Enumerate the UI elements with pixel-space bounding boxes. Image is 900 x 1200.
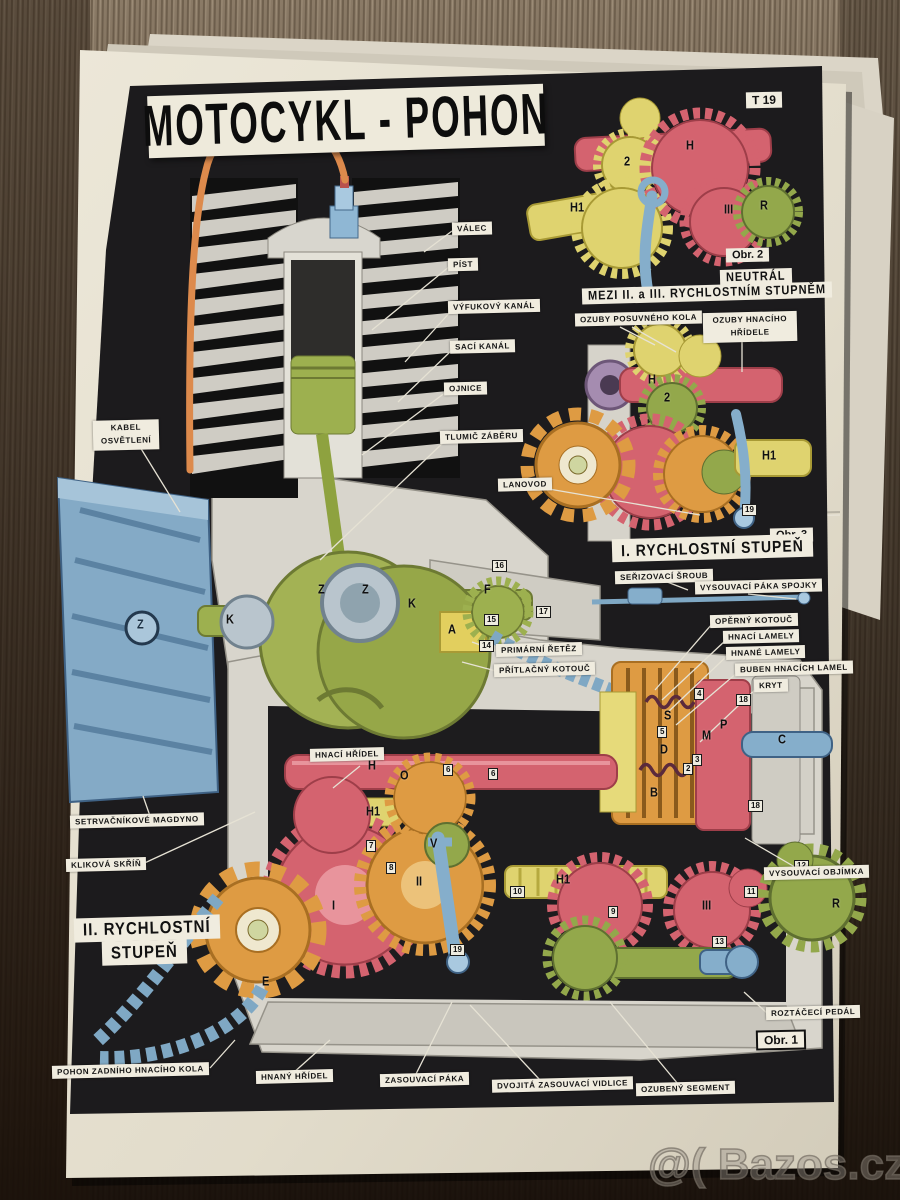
heading-second-gear-line1: II. RYCHLOSTNÍ	[73, 914, 220, 943]
part-mark: H	[648, 373, 656, 387]
engine-cylinder	[190, 178, 460, 600]
label-hnany-hridel: HNANÝ HŘÍDEL	[255, 1069, 334, 1084]
number-badge: 7	[366, 840, 377, 852]
label-ojnice: OJNICE	[443, 381, 488, 396]
label-vyfukovy-kanal: VÝFUKOVÝ KANÁL	[447, 298, 541, 315]
number-badge: 6	[443, 764, 454, 776]
label-primarni-retez: PRIMÁRNÍ ŘETĚZ	[495, 641, 582, 658]
label-vysouvaci-objimka: VYSOUVACÍ OBJÍMKA	[763, 864, 870, 881]
label-hnaci-lamely: HNACÍ LAMELY	[722, 629, 800, 644]
label-zasouvaci-paka: ZASOUVACÍ PÁKA	[379, 1071, 470, 1088]
part-mark: R	[760, 199, 768, 213]
label-ozuby-hnaciho-hridele: OZUBY HNACÍHO HŘÍDELE	[702, 310, 798, 343]
part-mark: III	[724, 203, 734, 217]
label-tlumic-zaberu: TLUMIČ ZÁBĚRU	[439, 428, 524, 445]
magneto-drum	[56, 476, 220, 804]
number-badge: 18	[748, 800, 763, 812]
part-mark: D	[660, 743, 668, 757]
label-lanovod: LANOVOD	[497, 477, 553, 492]
part-mark: E	[262, 975, 270, 989]
number-badge: 19	[450, 944, 465, 956]
part-mark: P	[720, 718, 728, 732]
part-mark: I	[332, 899, 336, 913]
title-bar: MOTOCYKL - POHON	[142, 82, 550, 159]
label-pist: PÍST	[447, 257, 479, 272]
crankshaft	[197, 550, 534, 740]
part-mark: A	[448, 623, 456, 637]
bazos-watermark: @( Bazos.cz	[647, 1139, 900, 1190]
part-mark: H	[686, 139, 694, 153]
figure3-gear-cluster	[520, 315, 812, 542]
heading-second-gear-line2: STUPEŇ	[101, 939, 188, 966]
label-ozubeny-segment: OZUBENÝ SEGMENT	[635, 1080, 736, 1097]
part-mark: Z	[318, 583, 325, 597]
number-badge: 19	[742, 504, 757, 516]
figure2-caption: Obr. 2	[725, 247, 770, 263]
part-mark: III	[702, 899, 712, 913]
part-mark: II	[416, 875, 423, 889]
kickstart-shaft	[542, 915, 759, 1001]
figure1-caption: Obr. 1	[755, 1029, 807, 1051]
figure2-gear-cluster	[526, 97, 803, 298]
part-mark: C	[778, 733, 786, 747]
number-badge: 8	[386, 862, 397, 874]
number-badge: 10	[510, 886, 525, 898]
number-badge: 2	[683, 763, 694, 775]
label-kryt: KRYT	[753, 678, 788, 693]
magneto-logo-z: Z	[137, 618, 144, 632]
part-mark: R	[832, 897, 840, 911]
part-mark: 2	[664, 391, 671, 405]
label-hnane-lamely: HNANÉ LAMELY	[725, 645, 806, 660]
part-mark: S	[664, 709, 672, 723]
gearbox	[261, 752, 867, 979]
part-mark: F	[484, 583, 491, 597]
number-badge: 9	[608, 906, 619, 918]
label-operny-kotouc: OPĚRNÝ KOTOUČ	[709, 612, 798, 629]
label-hnaci-hridel: HNACÍ HŘÍDEL	[309, 747, 385, 762]
part-mark: V	[430, 837, 438, 851]
part-mark: H	[368, 759, 376, 773]
part-mark: H1	[366, 805, 381, 819]
label-roztaceci-pedal: ROZTÁČECÍ PEDÁL	[765, 1004, 861, 1021]
front-sprocket	[189, 861, 327, 999]
number-badge: 3	[692, 754, 703, 766]
label-kabel-osvetleni: KABEL OSVĚTLENÍ	[92, 419, 160, 451]
part-mark: K	[226, 613, 234, 627]
number-badge: 16	[492, 560, 507, 572]
number-badge: 14	[479, 640, 494, 652]
number-badge: 17	[536, 606, 551, 618]
poster-title: MOTOCYKL - POHON	[141, 82, 551, 159]
part-mark: M	[702, 729, 712, 743]
part-mark: H1	[570, 201, 585, 215]
number-badge: 13	[712, 936, 727, 948]
rear-drive-chain-lower	[99, 984, 269, 1066]
label-pritlacny-kotouc: PŘÍTLAČNÝ KOTOUČ	[493, 661, 596, 678]
label-saci-kanal: SACÍ KANÁL	[449, 339, 515, 354]
part-mark: 2	[624, 155, 631, 169]
plate-code: T 19	[745, 91, 783, 109]
number-badge: 6	[488, 768, 499, 780]
number-badge: 11	[744, 886, 759, 898]
number-badge: 4	[694, 688, 705, 700]
clutch-assembly	[591, 587, 833, 845]
part-mark: Z	[362, 583, 369, 597]
part-mark: O	[400, 769, 409, 783]
part-mark: K	[408, 597, 416, 611]
part-mark: B	[650, 786, 658, 800]
number-badge: 18	[736, 694, 751, 706]
label-klikova-skrin: KLIKOVÁ SKŘÍŇ	[65, 857, 147, 872]
part-mark: H1	[762, 449, 777, 463]
number-badge: 15	[484, 614, 499, 626]
number-badge: 5	[657, 726, 668, 738]
label-valec: VÁLEC	[451, 221, 493, 236]
part-mark: H1	[556, 873, 571, 887]
